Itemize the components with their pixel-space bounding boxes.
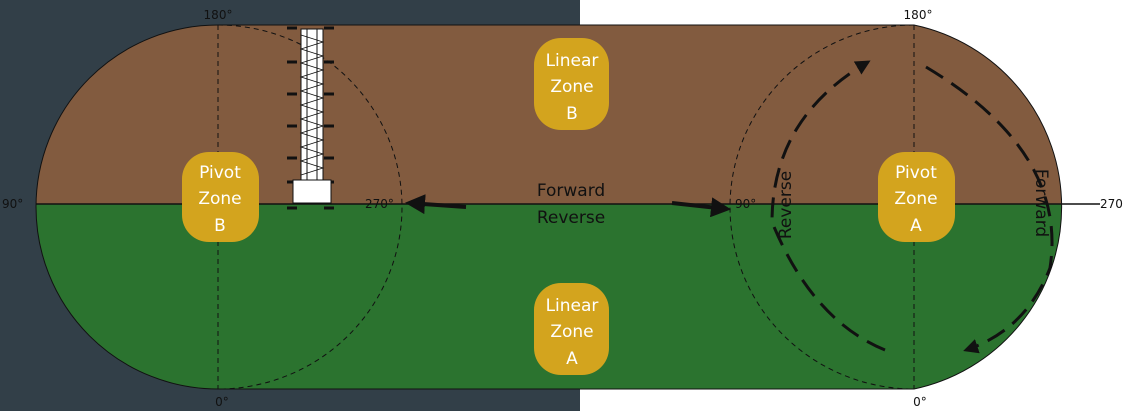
- machine-span: [300, 28, 324, 182]
- right-degree-270: 270: [1100, 197, 1123, 211]
- pivot-reverse-label: Reverse: [776, 171, 796, 239]
- pivot-reverse-arrow: [770, 60, 886, 352]
- pivot-zone-b-badge: Pivot Zone B: [182, 152, 259, 242]
- pivot-zone-a-line2: Zone: [894, 189, 937, 209]
- right-degree-90: 90°: [735, 197, 756, 211]
- pivot-zone-b-line1: Pivot: [199, 163, 241, 183]
- field-outline: [35, 24, 1063, 390]
- center-arrows: [405, 194, 731, 218]
- linear-zone-b-line3: B: [566, 104, 578, 124]
- left-degree-0: 0°: [215, 395, 229, 409]
- pivot-zone-a-line3: A: [910, 216, 922, 236]
- machine-wheels: [287, 26, 334, 210]
- linear-zone-a-line1: Linear: [546, 296, 599, 316]
- linear-zone-a-badge: Linear Zone A: [534, 283, 609, 375]
- center-forward-label: Forward: [537, 181, 605, 201]
- linear-zone-b-badge: Linear Zone B: [534, 38, 609, 130]
- lateral-move-irrigation-machine-icon: [287, 26, 334, 210]
- pivot-forward-label: Forward: [1031, 169, 1051, 237]
- pivot-zone-a-badge: Pivot Zone A: [878, 152, 955, 242]
- left-degree-270: 270°: [365, 197, 394, 211]
- pivot-zone-b-line2: Zone: [198, 189, 241, 209]
- linear-zone-b-line2: Zone: [550, 77, 593, 97]
- machine-truss: [299, 34, 325, 176]
- pivot-direction-arrows: [770, 60, 1054, 354]
- left-degree-180: 180°: [204, 8, 233, 22]
- left-arrow: [405, 194, 467, 215]
- machine-cart: [292, 179, 332, 204]
- left-degree-90: 90°: [2, 197, 23, 211]
- linear-zone-a-line2: Zone: [550, 322, 593, 342]
- right-degree-180: 180°: [904, 8, 933, 22]
- right-arrow: [671, 197, 731, 218]
- linear-zone-b-line1: Linear: [546, 51, 599, 71]
- pivot-forward-arrow: [925, 65, 1054, 354]
- linear-zone-a-line3: A: [566, 349, 578, 369]
- pivot-zone-a-line1: Pivot: [895, 163, 937, 183]
- right-degree-0: 0°: [913, 395, 927, 409]
- pivot-zone-b-line3: B: [214, 216, 226, 236]
- center-reverse-label: Reverse: [537, 208, 605, 228]
- zone-badges: Pivot Zone B Pivot Zone A Linear Zone B …: [182, 38, 955, 375]
